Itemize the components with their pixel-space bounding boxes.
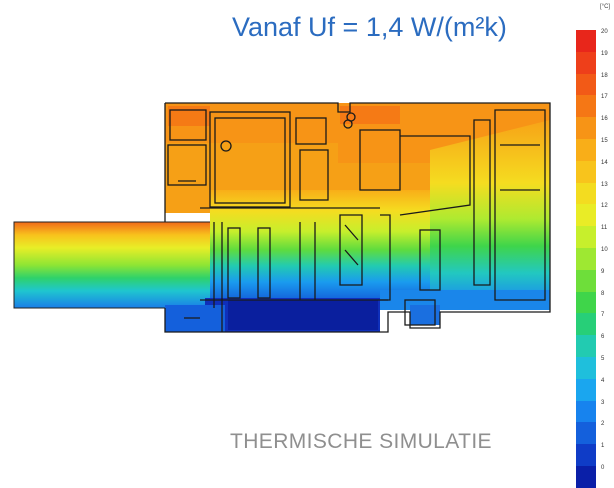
legend-color-swatch: [576, 226, 596, 249]
legend-color-swatch: [576, 204, 596, 227]
legend-color-swatch: [576, 466, 596, 488]
legend-color-swatch: [576, 444, 596, 467]
legend-color-swatch: [576, 378, 596, 402]
thermal-simulation-caption: THERMISCHE SIMULATIE: [230, 430, 492, 453]
legend-tick-label: 0: [601, 465, 605, 471]
legend-color-swatch: [576, 422, 596, 445]
legend-color-swatch: [576, 335, 596, 358]
legend-tick-label: 8: [601, 290, 605, 297]
legend-color-swatch: [576, 313, 596, 336]
legend-tick-label: 1: [601, 443, 605, 450]
legend-tick-label: 5: [601, 356, 605, 362]
legend-color-swatch: [576, 160, 596, 184]
thermal-simulation-image: [13, 102, 551, 333]
legend-color-swatch: [576, 269, 596, 293]
legend-color-swatch: [576, 400, 596, 423]
legend-tick-label: 16: [601, 116, 608, 123]
legend-tick-label: 7: [601, 312, 605, 319]
legend-tick-label: 13: [601, 181, 608, 188]
legend-tick-label: 10: [601, 247, 608, 253]
legend-color-swatch: [576, 357, 596, 380]
legend-tick-label: 18: [601, 72, 608, 79]
legend-tick-label: 6: [601, 334, 605, 341]
legend-unit: [°C]: [600, 4, 611, 10]
legend-color-swatch: [576, 182, 596, 205]
legend-tick-label: 19: [601, 50, 608, 57]
legend-tick-label: 12: [601, 203, 608, 210]
legend-tick-label: 20: [601, 29, 608, 35]
legend-color-swatch: [576, 248, 596, 271]
legend-tick-label: 15: [601, 138, 608, 144]
legend-tick-label: 17: [601, 94, 608, 101]
legend-color-swatch: [576, 117, 596, 140]
legend-tick-label: 9: [601, 268, 605, 275]
legend-color-swatch: [576, 51, 596, 75]
legend-tick-label: 11: [601, 225, 608, 232]
legend-color-swatch: [576, 30, 596, 53]
legend-color-swatch: [576, 139, 596, 162]
legend-color-swatch: [576, 95, 596, 118]
legend-tick-label: 2: [601, 421, 605, 428]
legend-color-swatch: [576, 291, 596, 314]
legend-tick-label: 14: [601, 159, 608, 166]
legend-color-swatch: [576, 73, 596, 96]
legend-tick-label: 4: [601, 377, 605, 384]
legend-tick-label: 3: [601, 399, 605, 406]
u-value-title: Vanaf Uf = 1,4 W/(m²k): [232, 12, 507, 42]
